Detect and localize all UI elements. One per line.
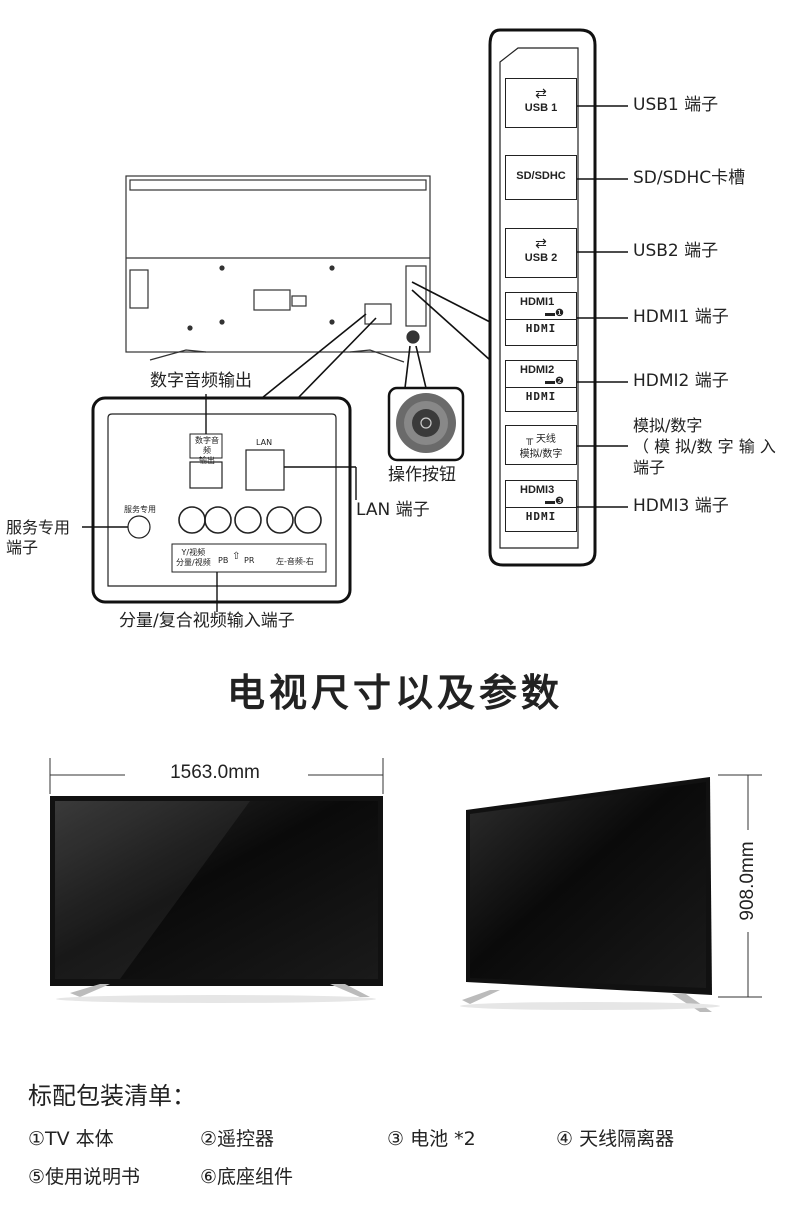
hdmi2-label: HDMI2 端子 [633,371,729,391]
hdmi-connector-icon: ▬❶ [545,308,564,319]
pb-text: PB [218,556,229,565]
section-title: 电视尺寸以及参数 [226,671,563,715]
hdmi3-label: HDMI3 端子 [633,496,729,516]
package-item-tv: ①TV 本体 [28,1128,114,1150]
hdmi1-label: HDMI1 端子 [633,307,729,327]
package-item-remote: ②遥控器 [200,1128,275,1150]
analog-label-2: （ 模 拟/数 字 输 入 [633,437,776,456]
tv-front [50,796,383,1003]
usb-icon: ⇄ [535,85,547,101]
digital-audio-box-l2: 输出 [199,456,215,465]
antenna-port-box: ╥ 天线 模拟/数字 [505,425,577,465]
digital-audio-box-text: 数字音频 输出 [192,436,222,466]
usb2-port-box: ⇄ USB 2 [505,228,577,278]
usb-icon: ⇄ [535,235,547,251]
component-input-label: 分量/复合视频输入端子 [119,611,295,631]
hdmi-logo: HDMI [506,319,576,337]
usb1-label: USB1 端子 [633,95,719,115]
hdmi3-box-label: HDMI3 [520,484,555,496]
package-item-battery: ③ 电池 *2 [387,1128,476,1150]
width-dimension: 1563.0mm [170,762,260,783]
hdmi1-box-label: HDMI1 [520,296,555,308]
usb2-box-label: USB 2 [524,252,558,264]
hdmi3-port-box: HDMI3 ▬❸ HDMI [505,480,577,532]
antenna-box-top: 天线 [535,434,556,445]
analog-label-1: 模拟/数字 [633,416,703,435]
pr-text: PR [244,556,255,565]
operation-button-label: 操作按钮 [388,465,456,485]
analog-label-3: 端子 [633,458,666,477]
service-text: 服务专用 [124,505,156,514]
height-dimension: 908.0mm [737,841,758,921]
tv-dimension-drawing [49,758,762,1012]
usb2-label: USB2 端子 [633,241,719,261]
rear-panel-callout [91,396,352,604]
service-label-2: 端子 [6,538,39,557]
operation-button-callout [387,386,465,462]
antenna-box-bottom: 模拟/数字 [519,449,563,460]
hdmi1-port-box: HDMI1 ▬❶ HDMI [505,292,577,346]
antenna-icon: ╥ [526,434,536,445]
tv-rear-view [125,175,431,363]
hdmi2-port-box: HDMI2 ▬❷ HDMI [505,360,577,412]
audio-text: 左-音频-右 [276,557,314,566]
hdmi-logo: HDMI [506,507,576,525]
sd-label: SD/SDHC卡槽 [633,168,746,188]
usb1-port-box: ⇄ USB 1 [505,78,577,128]
lan-text: LAN [256,438,273,447]
hdmi-connector-icon: ▬❷ [545,376,564,387]
hdmi2-box-label: HDMI2 [520,364,555,376]
sd-port-box: SD/SDHC [505,155,577,200]
package-item-isolator: ④ 天线隔离器 [556,1128,675,1150]
yvideo-l2: 分量/视频 [176,558,211,567]
yvideo-l1: Y/视频 [181,548,206,557]
service-label-1: 服务专用 [6,518,71,537]
home-icon: ⇧ [232,551,241,562]
digital-audio-box-l1: 数字音频 [195,436,219,455]
hdmi-logo: HDMI [506,387,576,405]
package-item-manual: ⑤使用说明书 [28,1166,141,1188]
package-item-stand: ⑥底座组件 [200,1166,294,1188]
hdmi-connector-icon: ▬❸ [545,496,564,507]
tv-angled [460,777,720,1012]
package-title: 标配包装清单： [28,1082,196,1110]
sd-box-label: SD/SDHC [516,170,566,182]
yvideo-text: Y/视频 分量/视频 [176,548,211,568]
digital-audio-out-label: 数字音频输出 [150,371,252,391]
lan-port-label: LAN 端子 [356,500,430,520]
usb1-box-label: USB 1 [524,102,558,114]
